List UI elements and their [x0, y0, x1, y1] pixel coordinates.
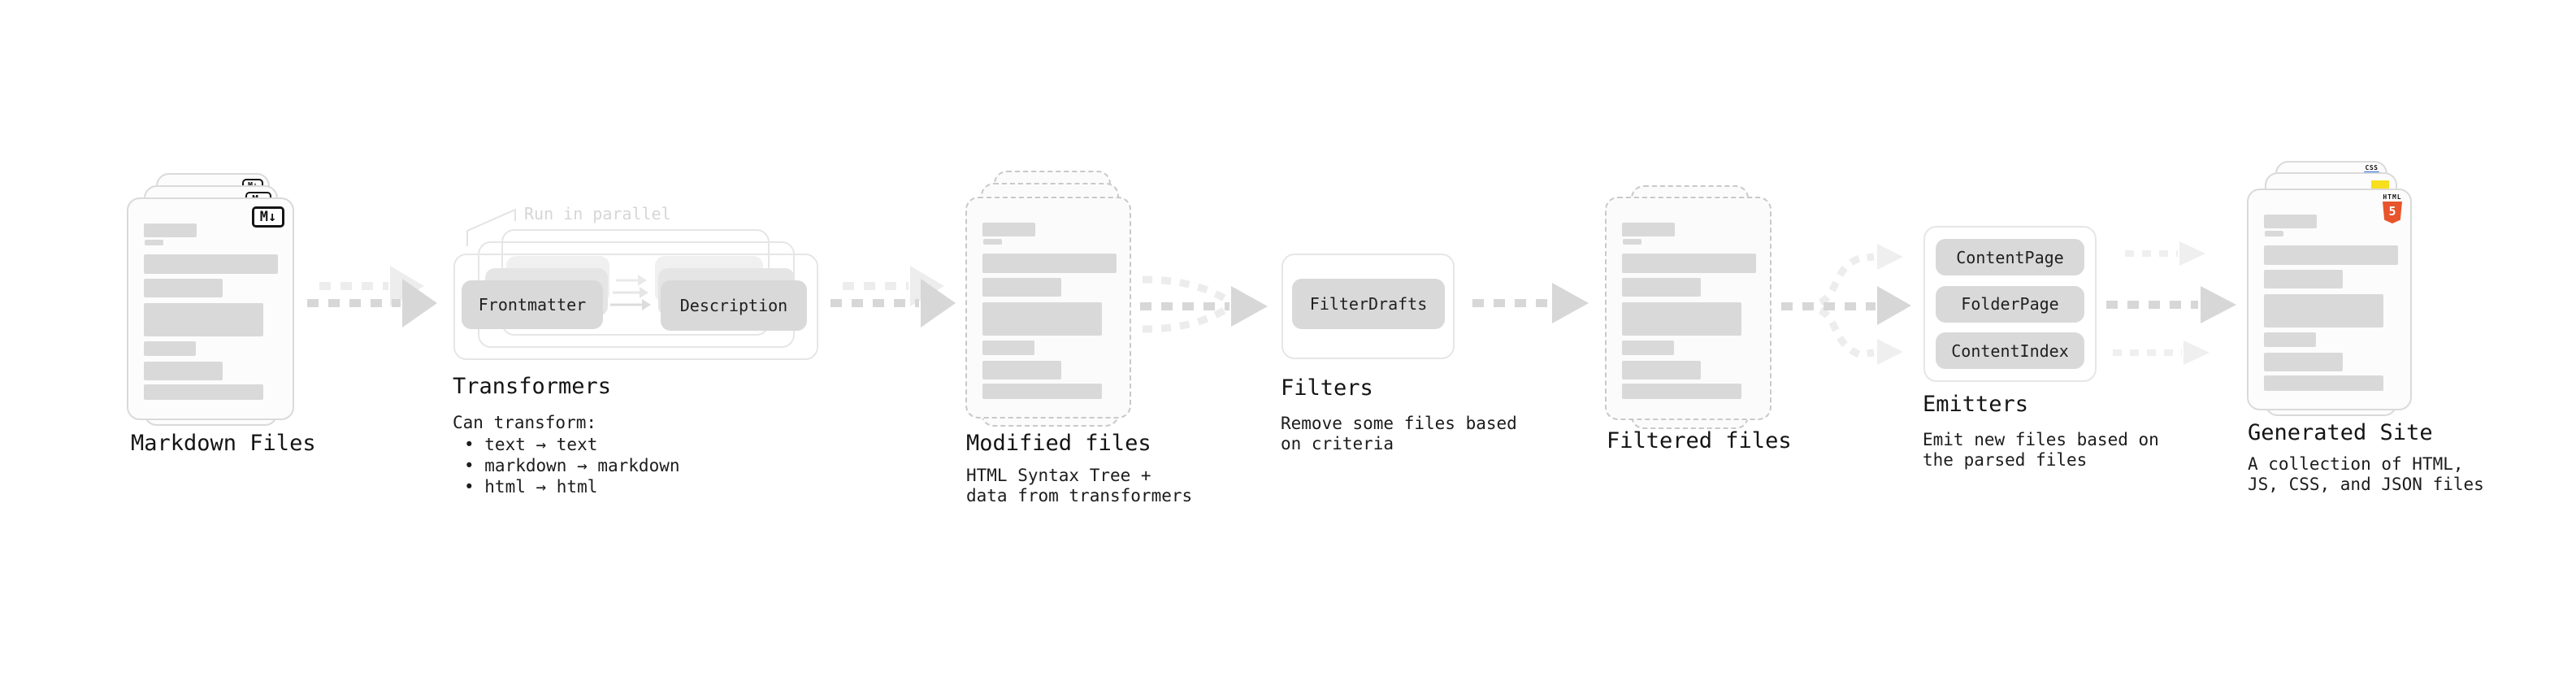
- skeleton-bar: [2264, 270, 2343, 288]
- skeleton-bar: [982, 302, 1102, 336]
- skeleton-bar: [1622, 278, 1701, 297]
- skeleton-bar: [2264, 332, 2316, 347]
- modified-file-card-front: [965, 197, 1131, 419]
- skeleton-bar: [2264, 245, 2398, 265]
- run-in-parallel-callout-line: [466, 208, 516, 246]
- document-skeleton: [1607, 198, 1770, 419]
- html5-badge-text: HTML: [2383, 193, 2402, 201]
- transformer-pill-description: Description: [661, 280, 807, 331]
- skeleton-bar: [1622, 254, 1756, 273]
- stage-label-filters: Filters: [1281, 375, 1373, 401]
- arrow-markdown-to-transformers: [307, 266, 437, 327]
- modified-files-subtitle: HTML Syntax Tree + data from transformer…: [966, 466, 1192, 506]
- subtitle-line: data from transformers: [966, 486, 1193, 505]
- skeleton-bar: [1622, 340, 1674, 355]
- skeleton-bar: [983, 239, 1002, 245]
- document-skeleton: [967, 198, 1130, 417]
- filtered-file-card-front: [1605, 197, 1772, 420]
- document-skeleton: [2249, 190, 2410, 409]
- pill-text: Description: [679, 296, 788, 315]
- site-file-card-front: HTML 5: [2247, 189, 2412, 410]
- markdown-badge-text: M↓: [259, 209, 277, 225]
- css-badge-text: CSS: [2365, 164, 2379, 171]
- bullet-item: • html → html: [464, 477, 598, 497]
- filters-subtitle: Remove some files based on criteria: [1281, 414, 1517, 454]
- subtitle-line: on criteria: [1281, 434, 1394, 453]
- skeleton-bar: [982, 384, 1102, 399]
- run-in-parallel-note: Run in parallel: [524, 204, 671, 223]
- skeleton-bar: [2265, 231, 2283, 236]
- skeleton-bar: [2264, 375, 2383, 391]
- skeleton-bar: [982, 278, 1061, 297]
- pill-text: Frontmatter: [478, 295, 587, 314]
- transformer-pill-frontmatter: Frontmatter: [462, 280, 603, 329]
- emitters-box: ContentPage FolderPage ContentIndex: [1923, 226, 2097, 382]
- arrows-emitters-to-site: [2106, 241, 2236, 365]
- emitter-pill-contentpage: ContentPage: [1936, 239, 2084, 275]
- skeleton-bar: [1622, 302, 1741, 336]
- html5-shield-icon: 5: [2383, 202, 2402, 223]
- skeleton-bar: [1622, 223, 1675, 236]
- arrow-transformers-to-modified: [830, 266, 956, 327]
- skeleton-bar: [982, 254, 1117, 273]
- emitter-pill-folderpage: FolderPage: [1936, 285, 2084, 323]
- filter-pill-filterdrafts: FilterDrafts: [1292, 279, 1445, 329]
- skeleton-bar: [144, 384, 263, 400]
- pill-text: ContentPage: [1956, 247, 2064, 267]
- stage-label-modified-files: Modified files: [966, 431, 1151, 456]
- html5-badge: HTML 5: [2383, 193, 2402, 223]
- pill-text: FolderPage: [1961, 294, 2059, 314]
- pill-text: ContentIndex: [1951, 340, 2069, 361]
- skeleton-bar: [144, 341, 196, 356]
- skeleton-bar: [1622, 384, 1741, 399]
- subtitle-line: Emit new files based on: [1923, 430, 2159, 449]
- markdown-file-card-front: M↓: [127, 197, 294, 420]
- bullet-item: • markdown → markdown: [464, 456, 680, 475]
- skeleton-bar: [145, 240, 163, 245]
- stage-label-transformers: Transformers: [453, 374, 612, 399]
- stage-label-generated-site: Generated Site: [2248, 420, 2433, 445]
- document-skeleton: [128, 199, 293, 419]
- subtitle-line: JS, CSS, and JSON files: [2248, 475, 2484, 494]
- skeleton-bar: [144, 254, 278, 274]
- skeleton-bar: [2264, 353, 2343, 371]
- parallel-flow-arrows: [610, 275, 651, 310]
- subtitle-line: Remove some files based: [1281, 414, 1517, 433]
- skeleton-bar: [144, 303, 263, 336]
- bullet-item: • text → text: [464, 435, 598, 454]
- arrow-modified-to-filters-converge: [1140, 275, 1268, 333]
- transformers-box-front: [453, 254, 818, 360]
- subtitle-line: the parsed files: [1923, 450, 2088, 470]
- stage-label-filtered-files: Filtered files: [1607, 428, 1792, 453]
- skeleton-bar: [144, 223, 197, 237]
- emitters-subtitle: Emit new files based on the parsed files: [1923, 430, 2159, 471]
- arrow-filters-to-filtered: [1472, 283, 1589, 323]
- subtitle-line: A collection of HTML,: [2248, 454, 2464, 474]
- skeleton-bar: [144, 279, 223, 297]
- skeleton-bar: [2264, 294, 2383, 327]
- emitter-pill-contentindex: ContentIndex: [1936, 332, 2084, 369]
- skeleton-bar: [982, 361, 1061, 380]
- skeleton-bar: [1623, 239, 1641, 245]
- html5-shield-number: 5: [2388, 204, 2396, 219]
- stage-label-markdown-files: Markdown Files: [131, 431, 316, 456]
- markdown-badge: M↓: [252, 206, 284, 228]
- pill-text: FilterDrafts: [1309, 294, 1428, 314]
- subtitle-line: HTML Syntax Tree +: [966, 466, 1151, 485]
- transformers-bullet-list: • text → text • markdown → markdown • ht…: [464, 434, 680, 497]
- skeleton-bar: [2264, 215, 2317, 228]
- transformers-note-title: Can transform:: [453, 413, 597, 432]
- stage-label-emitters: Emitters: [1923, 392, 2029, 417]
- skeleton-bar: [982, 223, 1035, 236]
- skeleton-bar: [1622, 361, 1701, 380]
- skeleton-bar: [982, 340, 1034, 355]
- skeleton-bar: [144, 362, 223, 380]
- js-badge: [2371, 180, 2389, 191]
- arrow-filtered-to-emitters-fanout: [1781, 244, 1911, 365]
- generated-site-subtitle: A collection of HTML, JS, CSS, and JSON …: [2248, 454, 2484, 495]
